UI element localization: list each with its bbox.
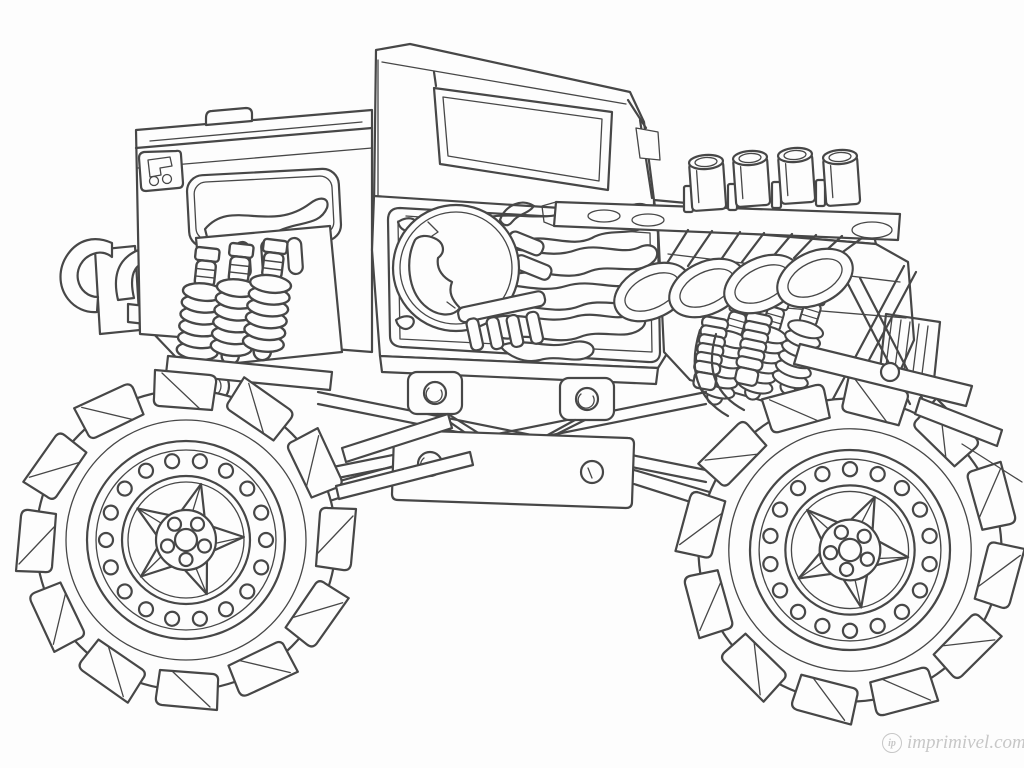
bed-latch	[137, 149, 185, 193]
left-suspension	[164, 224, 344, 392]
cab	[372, 42, 661, 228]
velocity-stacks	[682, 146, 862, 214]
left-wheel	[16, 370, 356, 710]
chassis	[298, 370, 732, 514]
cab-window	[432, 86, 614, 192]
imprimivel-logo-icon: ip	[882, 733, 902, 753]
engine-deck	[541, 200, 902, 242]
skull-teeth	[457, 290, 547, 352]
suspension-links	[334, 342, 1023, 501]
right-wheel	[651, 351, 1024, 749]
watermark-text: imprimivel.com	[907, 732, 1024, 753]
skull-icon	[391, 201, 553, 352]
chassis-bracket-right	[558, 376, 616, 422]
chassis-bracket-left	[406, 370, 464, 416]
watermark: ip imprimivel.com	[882, 732, 1024, 754]
exhaust-headers	[603, 228, 864, 418]
